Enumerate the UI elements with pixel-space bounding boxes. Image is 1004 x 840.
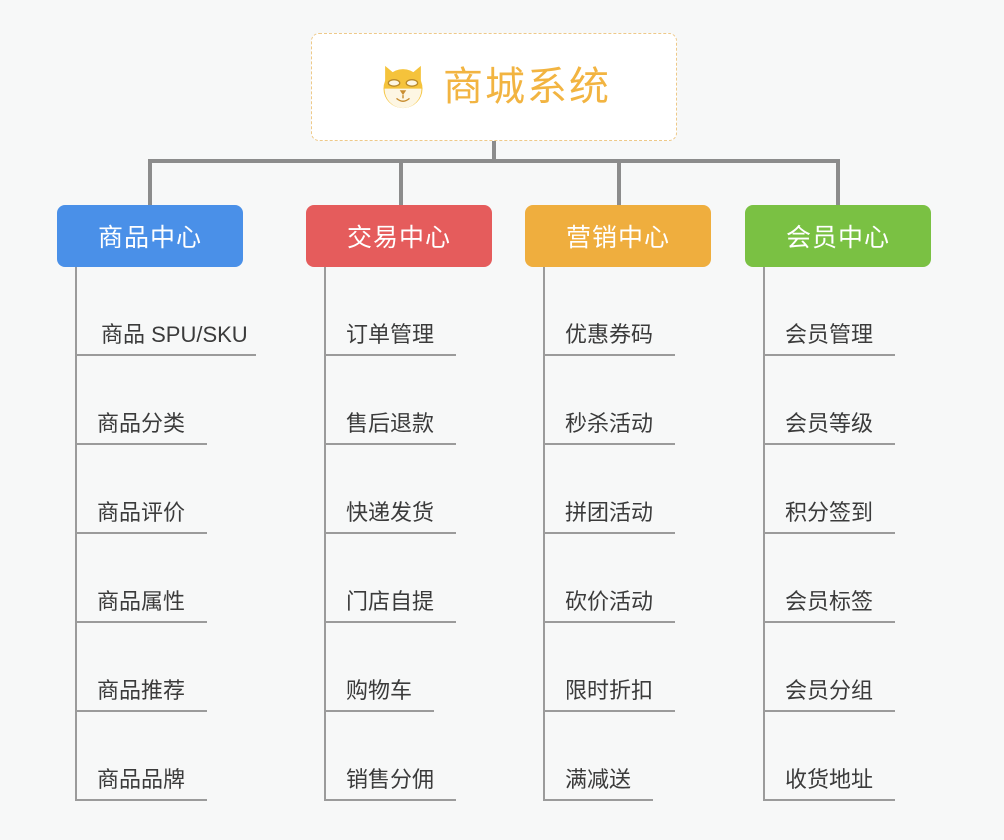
leaf-label: 满减送 — [543, 767, 654, 801]
branch-column-1: 商品中心 商品 SPU/SKU 商品分类 商品评价 商品属性 商品推荐 商品品牌 — [57, 205, 256, 801]
leaf-label: 订单管理 — [324, 322, 457, 356]
leaf-label: 售后退款 — [324, 411, 457, 445]
leaf-label: 购物车 — [324, 678, 435, 712]
leaf-item[interactable]: 积分签到 — [763, 445, 931, 534]
leaf-item[interactable]: 会员分组 — [763, 623, 931, 712]
branch-body-1: 商品 SPU/SKU 商品分类 商品评价 商品属性 商品推荐 商品品牌 — [57, 267, 256, 801]
leaf-label: 商品评价 — [75, 500, 208, 534]
leaf-item[interactable]: 订单管理 — [324, 267, 492, 356]
leaf-item[interactable]: 商品品牌 — [75, 712, 243, 801]
leaf-label: 商品 SPU/SKU — [75, 322, 256, 356]
leaf-item[interactable]: 商品分类 — [75, 356, 243, 445]
root-node-title: 商城系统 — [443, 65, 611, 109]
leaf-item[interactable]: 收货地址 — [763, 712, 931, 801]
leaf-label: 收货地址 — [763, 767, 896, 801]
leaf-item[interactable]: 商品属性 — [75, 534, 243, 623]
leaf-item[interactable]: 购物车 — [324, 623, 492, 712]
leaf-item[interactable]: 会员标签 — [763, 534, 931, 623]
leaf-label: 会员标签 — [763, 589, 896, 623]
leaf-label: 限时折扣 — [543, 678, 676, 712]
branch-body-4: 会员管理 会员等级 积分签到 会员标签 会员分组 收货地址 — [745, 267, 931, 801]
branch-header-4[interactable]: 会员中心 — [745, 205, 931, 267]
connector-drop-1 — [148, 159, 152, 207]
leaf-item[interactable]: 会员等级 — [763, 356, 931, 445]
leaf-item[interactable]: 秒杀活动 — [543, 356, 711, 445]
branch-column-3: 营销中心 优惠券码 秒杀活动 拼团活动 砍价活动 限时折扣 满减送 — [525, 205, 711, 801]
leaf-list-4: 会员管理 会员等级 积分签到 会员标签 会员分组 收货地址 — [745, 267, 931, 801]
leaf-label: 商品分类 — [75, 411, 208, 445]
leaf-item[interactable]: 商品 SPU/SKU — [75, 267, 256, 356]
shiba-dog-face-icon — [383, 65, 423, 110]
connector-root-stem — [492, 141, 496, 163]
branch-body-3: 优惠券码 秒杀活动 拼团活动 砍价活动 限时折扣 满减送 — [525, 267, 711, 801]
leaf-label: 拼团活动 — [543, 500, 676, 534]
leaf-item[interactable]: 砍价活动 — [543, 534, 711, 623]
leaf-item[interactable]: 销售分佣 — [324, 712, 492, 801]
connector-drop-2 — [399, 159, 403, 207]
leaf-label: 会员等级 — [763, 411, 896, 445]
leaf-item[interactable]: 优惠券码 — [543, 267, 711, 356]
root-node-shop-system[interactable]: 商城系统 — [311, 33, 677, 141]
leaf-item[interactable]: 满减送 — [543, 712, 711, 801]
leaf-label: 优惠券码 — [543, 322, 676, 356]
leaf-item[interactable]: 商品推荐 — [75, 623, 243, 712]
connector-drop-3 — [617, 159, 621, 207]
leaf-label: 砍价活动 — [543, 589, 676, 623]
connector-drop-4 — [836, 159, 840, 207]
branch-spine-2 — [324, 267, 326, 801]
leaf-label: 会员管理 — [763, 322, 896, 356]
leaf-item[interactable]: 限时折扣 — [543, 623, 711, 712]
leaf-item[interactable]: 商品评价 — [75, 445, 243, 534]
leaf-label: 销售分佣 — [324, 767, 457, 801]
leaf-label: 积分签到 — [763, 500, 896, 534]
leaf-list-2: 订单管理 售后退款 快递发货 门店自提 购物车 销售分佣 — [306, 267, 492, 801]
connector-horizontal-bus — [148, 159, 840, 163]
branch-spine-3 — [543, 267, 545, 801]
branch-body-2: 订单管理 售后退款 快递发货 门店自提 购物车 销售分佣 — [306, 267, 492, 801]
branch-column-4: 会员中心 会员管理 会员等级 积分签到 会员标签 会员分组 收货地址 — [745, 205, 931, 801]
branch-header-3[interactable]: 营销中心 — [525, 205, 711, 267]
leaf-item[interactable]: 售后退款 — [324, 356, 492, 445]
leaf-list-3: 优惠券码 秒杀活动 拼团活动 砍价活动 限时折扣 满减送 — [525, 267, 711, 801]
leaf-label: 秒杀活动 — [543, 411, 676, 445]
leaf-item[interactable]: 快递发货 — [324, 445, 492, 534]
leaf-label: 商品推荐 — [75, 678, 208, 712]
branch-column-2: 交易中心 订单管理 售后退款 快递发货 门店自提 购物车 销售分佣 — [306, 205, 492, 801]
branch-header-1[interactable]: 商品中心 — [57, 205, 243, 267]
leaf-list-1: 商品 SPU/SKU 商品分类 商品评价 商品属性 商品推荐 商品品牌 — [57, 267, 256, 801]
leaf-label: 门店自提 — [324, 589, 457, 623]
branch-spine-1 — [75, 267, 77, 801]
branch-spine-4 — [763, 267, 765, 801]
leaf-item[interactable]: 会员管理 — [763, 267, 931, 356]
leaf-item[interactable]: 拼团活动 — [543, 445, 711, 534]
leaf-label: 会员分组 — [763, 678, 896, 712]
leaf-item[interactable]: 门店自提 — [324, 534, 492, 623]
leaf-label: 商品属性 — [75, 589, 208, 623]
leaf-label: 快递发货 — [324, 500, 457, 534]
leaf-label: 商品品牌 — [75, 767, 208, 801]
branch-header-2[interactable]: 交易中心 — [306, 205, 492, 267]
